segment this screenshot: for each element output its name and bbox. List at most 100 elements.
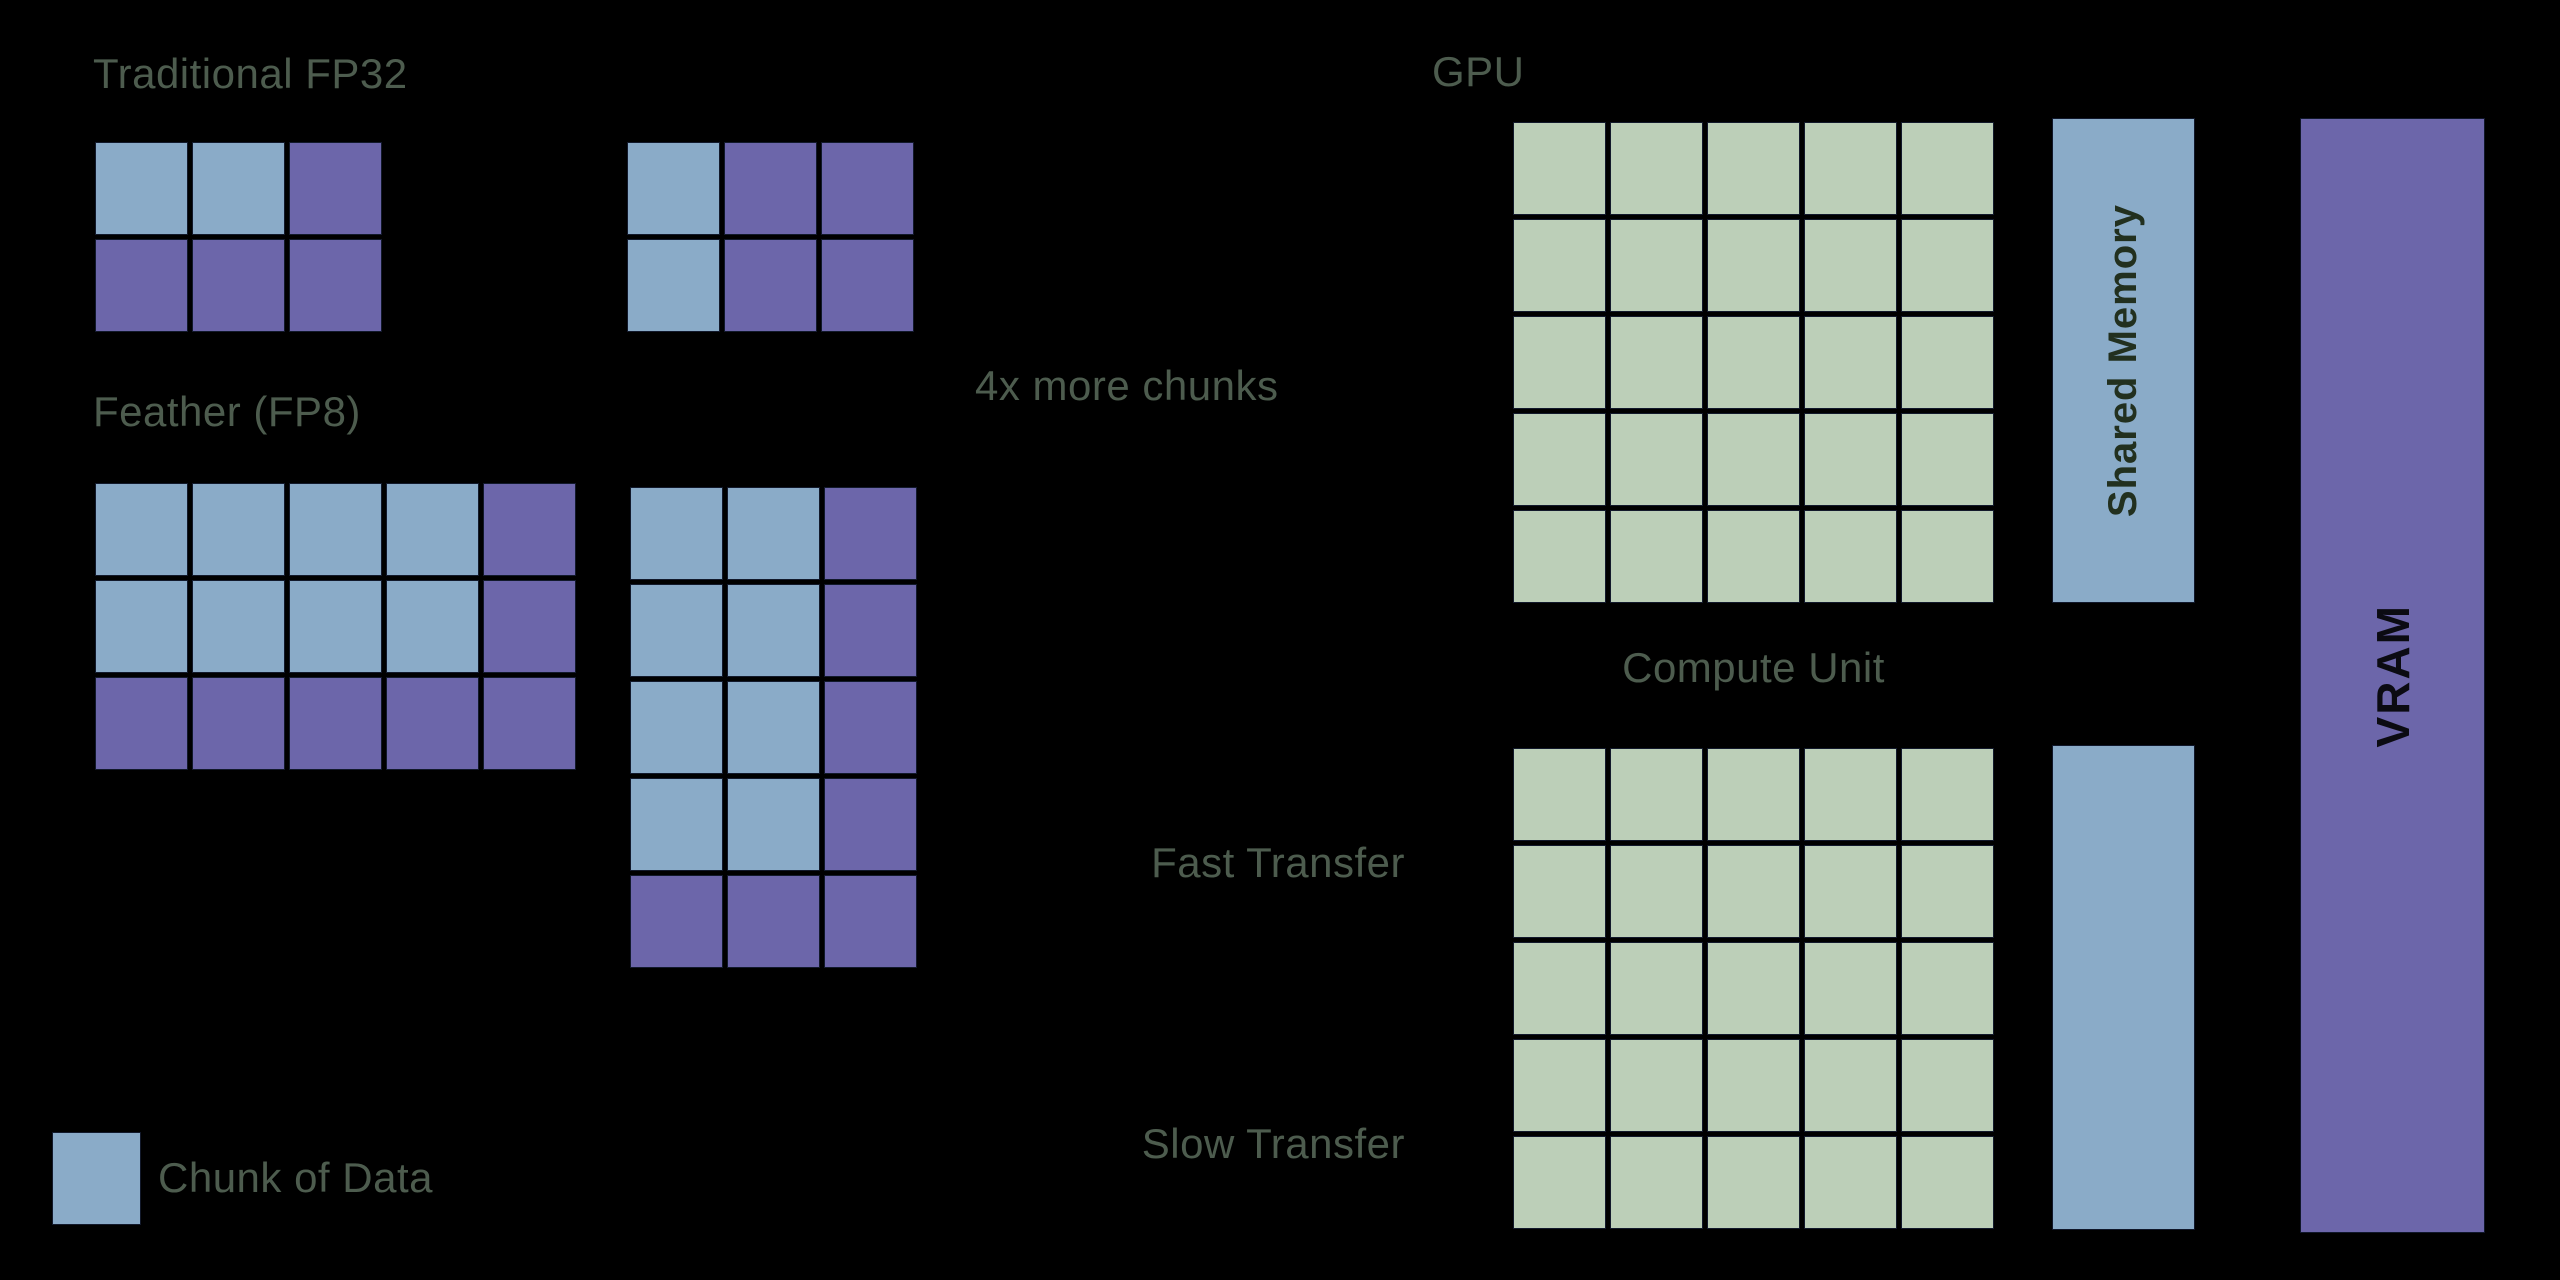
chunk-cell-green: [1804, 413, 1897, 506]
chunk-cell-green: [1804, 748, 1897, 841]
chunk-cell-green: [1707, 1039, 1800, 1132]
chunk-cell-green: [1707, 510, 1800, 603]
chunk-cell-green: [1804, 1136, 1897, 1229]
chunk-cell-purple: [95, 239, 188, 332]
chunk-cell-green: [1804, 942, 1897, 1035]
chunk-cell-blue: [95, 483, 188, 576]
chunk-cell-purple: [821, 142, 914, 235]
chunk-cell-green: [1610, 942, 1703, 1035]
chunk-cell-green: [1901, 942, 1994, 1035]
chunk-cell-green: [1707, 219, 1800, 312]
chunk-cell-green: [1901, 1039, 1994, 1132]
legend-chunk-label: Chunk of Data: [158, 1154, 433, 1201]
chunk-cell-green: [1804, 510, 1897, 603]
chunk-cell-purple: [95, 677, 188, 770]
chunk-cell-green: [1901, 122, 1994, 215]
chunk-cell-green: [1610, 316, 1703, 409]
chunk-cell-green: [1804, 316, 1897, 409]
chunk-cell-green: [1610, 1136, 1703, 1229]
chunk-cell-green: [1804, 219, 1897, 312]
chunk-cell-blue: [386, 580, 479, 673]
chunk-cell-purple: [824, 875, 917, 968]
chunk-cell-purple: [483, 677, 576, 770]
chunk-cell-green: [1901, 413, 1994, 506]
chunk-cell-purple: [192, 239, 285, 332]
chunk-cell-blue: [627, 142, 720, 235]
chunk-cell-green: [1707, 942, 1800, 1035]
chunk-cell-purple: [724, 142, 817, 235]
chunk-cell-green: [1804, 122, 1897, 215]
chunk-cell-blue: [630, 584, 723, 677]
compute-unit-grid-top: [1513, 122, 1994, 603]
chunk-cell-blue: [630, 681, 723, 774]
chunk-cell-green: [1610, 748, 1703, 841]
chunk-cell-blue: [95, 580, 188, 673]
vram-bar: VRAM: [2300, 118, 2485, 1233]
chunk-cell-blue: [727, 584, 820, 677]
chunk-cell-purple: [192, 677, 285, 770]
chunk-cell-blue: [289, 483, 382, 576]
chunk-grid-feather-1: [95, 483, 576, 770]
chunk-cell-green: [1610, 845, 1703, 938]
chunk-cell-green: [1513, 122, 1606, 215]
shared-memory-label: Shared Memory: [2101, 203, 2145, 518]
chunk-cell-blue: [386, 483, 479, 576]
chunk-cell-purple: [824, 778, 917, 871]
chunk-cell-purple: [386, 677, 479, 770]
legend-chunk-swatch: [52, 1132, 141, 1225]
chunk-cell-blue: [289, 580, 382, 673]
chunk-cell-green: [1513, 942, 1606, 1035]
shared-memory-bar-bottom: [2052, 745, 2195, 1230]
compute-unit-grid-bottom: [1513, 748, 1994, 1229]
chunk-cell-green: [1707, 413, 1800, 506]
chunk-cell-blue: [630, 778, 723, 871]
fast-transfer-label: Fast Transfer: [1151, 839, 1405, 886]
vram-label: VRAM: [2366, 603, 2419, 748]
chunk-cell-green: [1901, 219, 1994, 312]
chunk-cell-green: [1610, 219, 1703, 312]
chunk-cell-purple: [630, 875, 723, 968]
chunk-cell-green: [1707, 122, 1800, 215]
chunk-cell-blue: [192, 483, 285, 576]
chunk-cell-green: [1804, 1039, 1897, 1132]
shared-memory-bar: Shared Memory: [2052, 118, 2195, 603]
chunk-cell-green: [1610, 1039, 1703, 1132]
chunk-cell-green: [1513, 510, 1606, 603]
chunk-cell-green: [1901, 510, 1994, 603]
chunk-cell-green: [1901, 845, 1994, 938]
chunk-cell-green: [1513, 748, 1606, 841]
chunk-cell-blue: [192, 142, 285, 235]
annotation-4x-more-chunks: 4x more chunks: [975, 362, 1279, 409]
compute-unit-label: Compute Unit: [1622, 644, 1885, 691]
chunk-cell-green: [1513, 316, 1606, 409]
chunk-cell-green: [1513, 219, 1606, 312]
chunk-grid-traditional-2: [627, 142, 914, 332]
chunk-cell-blue: [192, 580, 285, 673]
chunk-cell-purple: [824, 487, 917, 580]
chunk-cell-blue: [95, 142, 188, 235]
chunk-cell-green: [1610, 122, 1703, 215]
chunk-cell-green: [1513, 413, 1606, 506]
chunk-cell-purple: [821, 239, 914, 332]
chunk-cell-purple: [483, 483, 576, 576]
chunk-cell-purple: [289, 239, 382, 332]
chunk-cell-green: [1707, 316, 1800, 409]
chunk-cell-green: [1513, 1136, 1606, 1229]
chunk-cell-purple: [483, 580, 576, 673]
gpu-label: GPU: [1432, 48, 1525, 95]
chunk-cell-purple: [824, 584, 917, 677]
chunk-cell-blue: [727, 681, 820, 774]
chunk-cell-green: [1707, 845, 1800, 938]
chunk-cell-green: [1901, 1136, 1994, 1229]
chunk-cell-purple: [727, 875, 820, 968]
chunk-cell-purple: [289, 677, 382, 770]
chunk-cell-green: [1513, 1039, 1606, 1132]
chunk-cell-green: [1804, 845, 1897, 938]
chunk-cell-purple: [289, 142, 382, 235]
feather-fp8-title: Feather (FP8): [93, 388, 361, 435]
slow-transfer-label: Slow Transfer: [1141, 1120, 1405, 1167]
traditional-fp32-title: Traditional FP32: [93, 50, 408, 97]
chunk-cell-green: [1513, 845, 1606, 938]
chunk-grid-traditional-1: [95, 142, 382, 332]
